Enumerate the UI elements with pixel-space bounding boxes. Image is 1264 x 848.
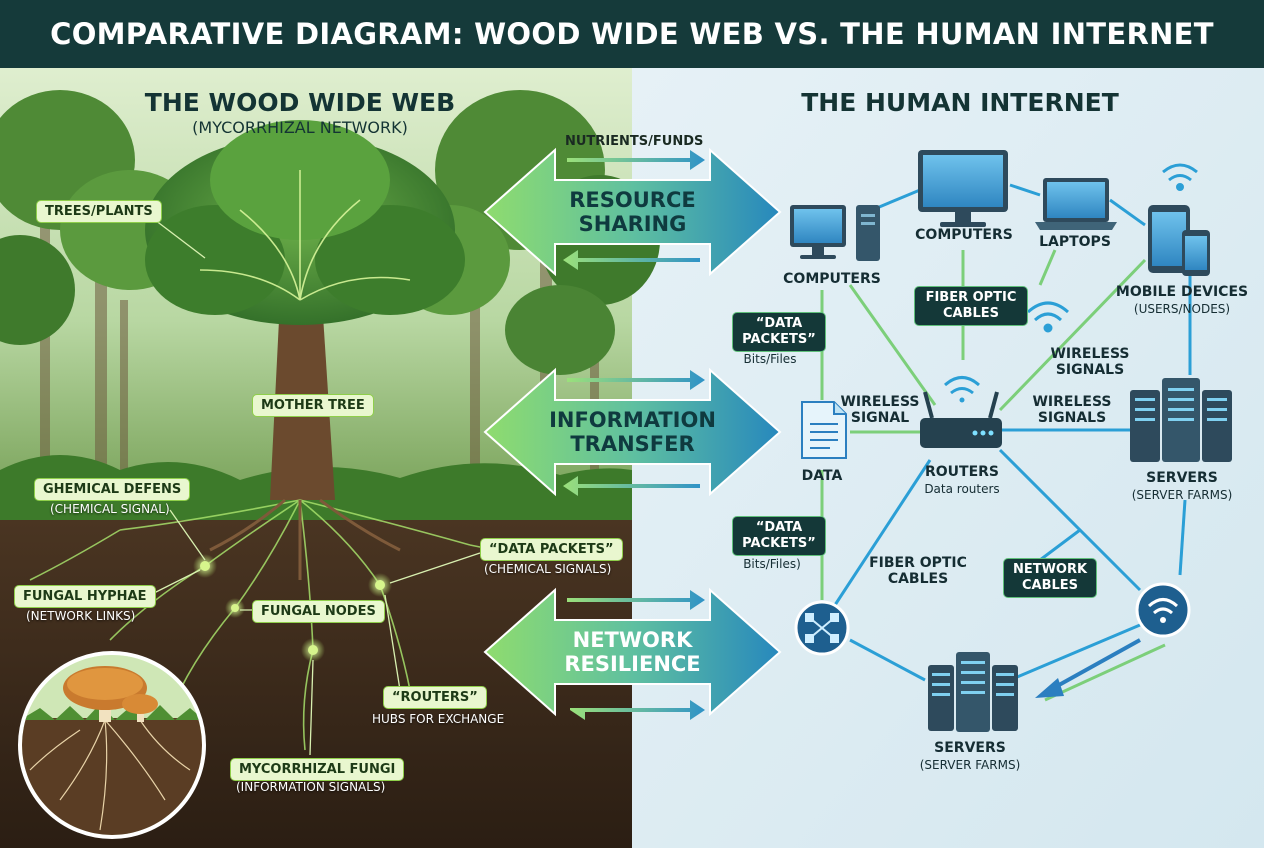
bits-files-2-caption: Bits/Files) xyxy=(743,557,801,571)
data-packets-caption: (CHEMICAL SIGNALS) xyxy=(484,562,612,576)
wifi-hub-icon xyxy=(1135,582,1191,638)
fungal-nodes-label: FUNGAL NODES xyxy=(252,600,385,623)
data-packets-label: “DATA PACKETS” xyxy=(480,538,623,561)
server-right-icon xyxy=(1130,378,1232,462)
canopy-veins xyxy=(199,170,411,301)
information-transfer-arrow xyxy=(483,367,782,497)
bottom-server-arrow xyxy=(1035,638,1141,698)
bits-files-1-caption: Bits/Files xyxy=(743,352,797,366)
routers-net-caption: Data routers xyxy=(924,482,1000,496)
routers-label: “ROUTERS” xyxy=(383,686,487,709)
mycorrhizal-fungi-label: MYCORRHIZAL FUNGI xyxy=(230,758,405,781)
wireless-signal-label: WIRELESS SIGNAL xyxy=(840,394,920,426)
data-label: DATA xyxy=(801,468,843,484)
wireless-signals-2-label: WIRELESS SIGNALS xyxy=(1032,394,1112,426)
servers-bottom-label: SERVERS xyxy=(934,740,1006,756)
data-document-icon xyxy=(801,401,847,459)
title-bar: COMPARATIVE DIAGRAM: WOOD WIDE WEB VS. T… xyxy=(0,0,1264,68)
wifi-icon-mid xyxy=(1026,301,1070,333)
routers-caption: HUBS FOR EXCHANGE xyxy=(372,712,505,726)
page-title: COMPARATIVE DIAGRAM: WOOD WIDE WEB VS. T… xyxy=(50,17,1214,51)
wireless-signals-1-label: WIRELESS SIGNALS xyxy=(1050,346,1130,378)
fungal-nodes xyxy=(193,554,392,662)
human-internet-title: THE HUMAN INTERNET xyxy=(801,88,1119,117)
data-packets-1-label: “DATA PACKETS” xyxy=(732,312,826,352)
mother-tree-label: MOTHER TREE xyxy=(252,394,374,417)
resource-sharing-arrow xyxy=(483,147,782,277)
servers-right-caption: (SERVER FARMS) xyxy=(1131,488,1233,502)
mycorrhizal-fungi-caption: (INFORMATION SIGNALS) xyxy=(236,780,386,794)
label-pointers xyxy=(149,219,481,756)
mobile-devices-icon xyxy=(1148,205,1210,276)
network-resilience-label: NETWORK RESILIENCE xyxy=(564,628,701,676)
fiber-optic-mid-label: FIBER OPTIC CABLES xyxy=(869,555,967,587)
mobile-devices-label: MOBILE DEVICES xyxy=(1115,284,1249,300)
nutrients-funds-label: NUTRIENTS/FUNDS xyxy=(565,134,704,149)
wifi-icon-top xyxy=(1162,163,1198,191)
router-icon xyxy=(920,376,1002,448)
computers-left-label: COMPUTERS xyxy=(783,271,881,287)
fungal-hyphae-network xyxy=(29,499,601,751)
fungal-hyphae-label: FUNGAL HYPHAE xyxy=(14,585,156,608)
computer-top-icon xyxy=(918,150,1008,227)
data-packets-2-label: “DATA PACKETS” xyxy=(732,516,826,556)
server-bottom-icon xyxy=(928,652,1018,732)
fiber-optic-lines xyxy=(820,249,1166,702)
wood-wide-web-title: THE WOOD WIDE WEB xyxy=(144,88,456,117)
background-trunks xyxy=(40,190,599,500)
servers-bottom-caption: (SERVER FARMS) xyxy=(919,758,1021,772)
wood-wide-web-subtitle: (MYCORRHIZAL NETWORK) xyxy=(192,118,408,137)
resource-sharing-label: RESOURCE SHARING xyxy=(569,188,696,236)
thin-arrows xyxy=(563,150,705,720)
routers-net-label: ROUTERS xyxy=(924,464,1000,480)
servers-right-label: SERVERS xyxy=(1146,470,1218,486)
computer-left-icon xyxy=(790,205,880,261)
network-cables-label: NETWORK CABLES xyxy=(1003,558,1097,598)
fiber-optic-top-label: FIBER OPTIC CABLES xyxy=(914,286,1028,326)
network-switch-icon xyxy=(794,600,850,656)
laptops-label: LAPTOPS xyxy=(1039,234,1111,250)
mobile-devices-caption: (USERS/NODES) xyxy=(1133,302,1231,316)
network-resilience-arrow xyxy=(483,587,782,717)
tree-roots xyxy=(209,498,401,580)
network-cables xyxy=(833,183,1192,682)
computers-top-label: COMPUTERS xyxy=(915,227,1013,243)
laptop-icon xyxy=(1035,178,1117,230)
information-transfer-label: INFORMATION TRANSFER xyxy=(549,408,716,456)
trees-plants-label: TREES/PLANTS xyxy=(36,200,162,223)
chemical-defens-label: GHEMICAL DEFENS xyxy=(34,478,191,501)
chemical-defens-caption: (CHEMICAL SIGNAL) xyxy=(50,502,170,516)
fungal-hyphae-caption: (NETWORK LINKS) xyxy=(26,609,136,623)
mushroom-inset xyxy=(18,651,206,839)
